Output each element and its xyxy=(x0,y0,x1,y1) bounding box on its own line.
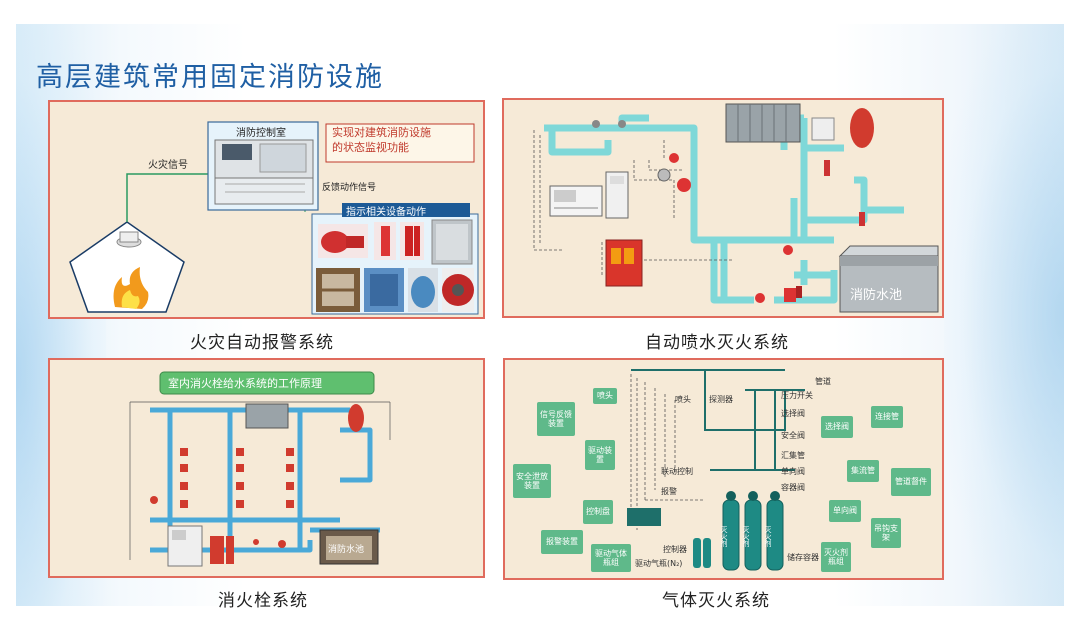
label-controller: 控制器 xyxy=(663,545,687,554)
caption-fire-alarm: 火灾自动报警系统 xyxy=(190,333,334,353)
label-storage: 储存容器 xyxy=(787,553,819,562)
gas-diagram xyxy=(627,369,805,571)
fire-signal-label: 火灾信号 xyxy=(148,160,188,171)
tag-signal-feedback: 信号反馈装置 xyxy=(537,402,575,436)
label-linkage: 联动控制 xyxy=(661,467,693,476)
caption-sprinkler: 自动喷水灭火系统 xyxy=(645,333,789,353)
label-pipe: 管道 xyxy=(815,377,831,386)
panel-fire-alarm: 消防控制室 实现对建筑消防设施 的状态监视功能 火灾信号 反馈动作信号 指示相关… xyxy=(48,100,485,319)
caption-hydrant: 消火栓系统 xyxy=(218,591,308,611)
hydrant-tank-label: 消防水池 xyxy=(328,545,365,555)
hydrant-header: 室内消火栓给水系统的工作原理 xyxy=(168,377,322,390)
callout-text: 实现对建筑消防设施 的状态监视功能 xyxy=(332,126,431,154)
control-room-label: 消防控制室 xyxy=(236,128,286,139)
label-select-valve: 选择阀 xyxy=(781,409,805,418)
page-title: 高层建筑常用固定消防设施 xyxy=(36,62,384,93)
tag-agent-cylinders: 灭火剂瓶组 xyxy=(821,542,851,572)
label-cylinder-2: 灭火剂 xyxy=(742,526,750,547)
tag-select-valve: 选择阀 xyxy=(821,416,853,438)
label-collector: 汇集管 xyxy=(781,451,805,460)
tag-pipe-fitting: 管道督件 xyxy=(891,468,931,496)
pool-label: 消防水池 xyxy=(850,288,903,303)
tag-check-valve: 单向阀 xyxy=(829,500,861,522)
feedback-label: 反馈动作信号 xyxy=(322,183,377,193)
tag-nozzle-left: 喷头 xyxy=(593,388,617,404)
tag-safety-release: 安全泄放装置 xyxy=(513,464,551,498)
label-check-valve: 单向阀 xyxy=(781,467,805,476)
tag-hook-bracket: 吊钩支架 xyxy=(871,518,901,548)
tag-manifold: 集流管 xyxy=(847,460,879,482)
label-detector: 探测器 xyxy=(709,395,733,404)
fire-alarm-diagram xyxy=(69,121,479,315)
panel-hydrant: 室内消火栓给水系统的工作原理 消防水池 xyxy=(48,358,485,578)
caption-gas: 气体灭火系统 xyxy=(662,591,770,611)
panel-sprinkler: 消防水池 xyxy=(502,98,944,318)
label-cylinder-3: 灭火剂 xyxy=(764,526,772,547)
tag-alarm-device: 报警装置 xyxy=(541,530,583,554)
tag-control-panel: 控制盘 xyxy=(583,500,613,524)
tag-connection-pipe: 连接管 xyxy=(871,406,903,428)
sprinkler-diagram xyxy=(533,103,939,313)
label-container-valve: 容器阀 xyxy=(781,483,805,492)
label-drive-gas: 驱动气瓶(N₂) xyxy=(635,559,683,568)
label-nozzle: 喷头 xyxy=(675,395,691,404)
tag-drive-gas: 驱动气体瓶组 xyxy=(591,544,631,572)
label-alarm: 报警 xyxy=(661,487,677,496)
hydrant-diagram xyxy=(129,371,391,567)
label-pressure-switch: 压力开关 xyxy=(781,391,813,400)
panel-gas: 信号反馈装置 驱动装置 安全泄放装置 控制盘 报警装置 驱动气体瓶组 喷头 连接… xyxy=(503,358,944,580)
indicate-label: 指示相关设备动作 xyxy=(346,207,426,218)
tag-drive: 驱动装置 xyxy=(585,440,615,470)
label-safety-valve: 安全阀 xyxy=(781,431,805,440)
label-cylinder-1: 灭火剂 xyxy=(720,526,728,547)
